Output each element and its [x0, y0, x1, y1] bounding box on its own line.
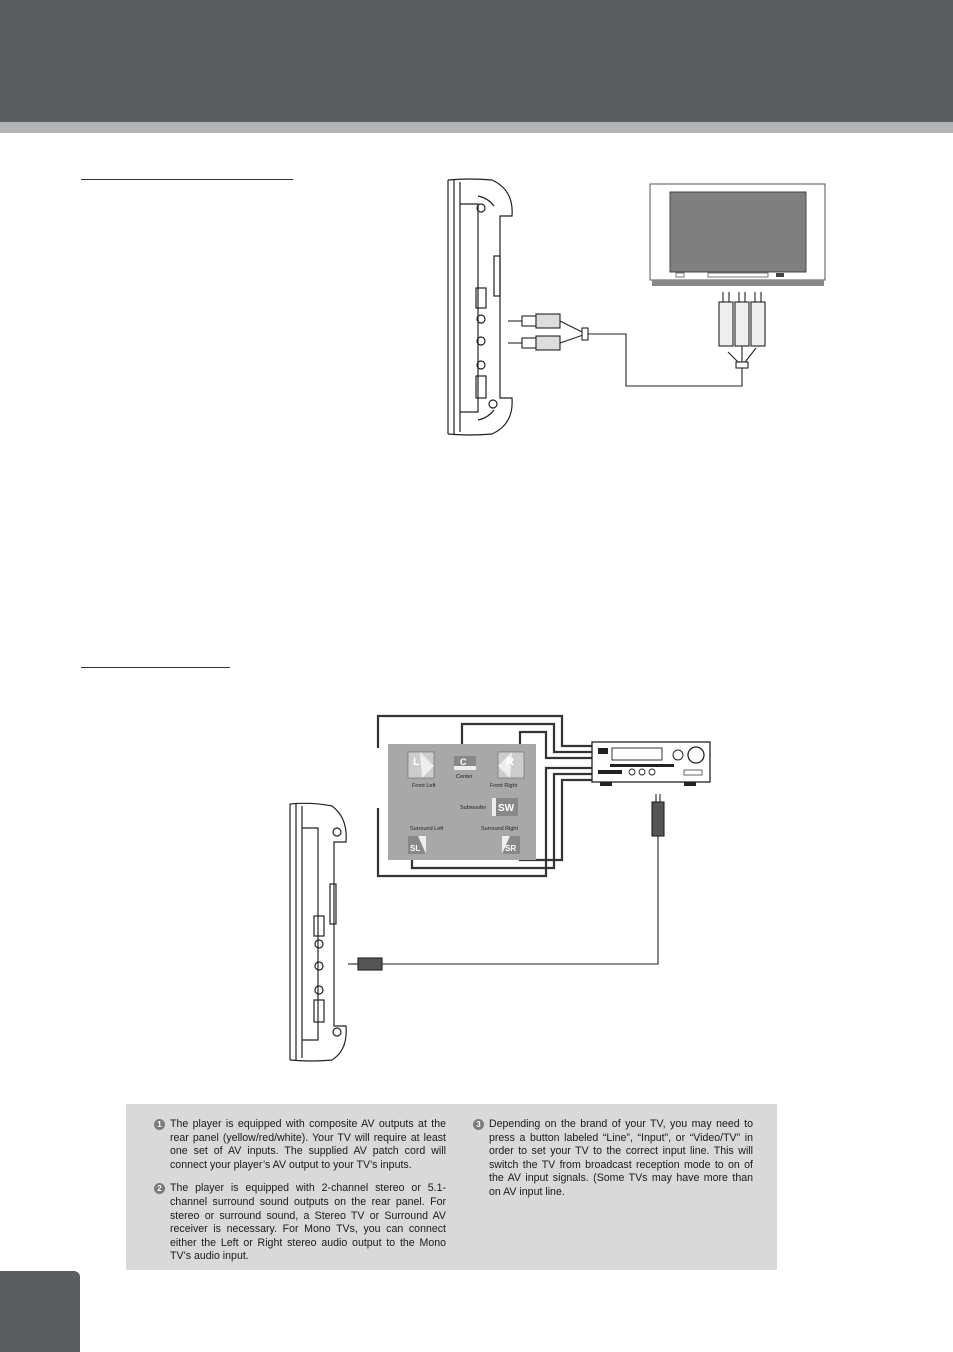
notes-column-left: 1 The player is equipped with composite …: [154, 1118, 446, 1274]
speaker-subwoofer: SW Subwoofer: [460, 798, 518, 816]
header-stripe: [0, 122, 953, 133]
note-3: 3 Depending on the brand of your TV, you…: [473, 1118, 753, 1200]
note-text: The player is equipped with 2-channel st…: [170, 1182, 446, 1263]
speaker-letter-c: C: [460, 757, 467, 767]
speaker-letter-sw: SW: [498, 803, 515, 814]
speaker-letter-sl: SL: [410, 844, 420, 853]
receiver-connection-diagram: L Front Left C Center R Front Right SW S…: [289, 714, 711, 1062]
optical-cable: [348, 794, 665, 971]
page-number-tab: [0, 1271, 80, 1352]
section-heading-rule-tv: [81, 179, 293, 180]
note-number-badge: 1: [154, 1119, 165, 1130]
tv-set: [649, 183, 826, 286]
rca-plugs: [718, 292, 766, 369]
speaker-label-c: Center: [456, 774, 473, 780]
player-side-view: [447, 178, 513, 436]
speaker-label-sr: Surround Right: [481, 826, 518, 832]
speaker-label-sw: Subwoofer: [460, 805, 486, 811]
notes-panel: 1 The player is equipped with composite …: [126, 1104, 777, 1270]
speaker-letter-sr: SR: [505, 844, 516, 853]
speaker-label-fl: Front Left: [412, 783, 436, 789]
note-text: Depending on the brand of your TV, you m…: [489, 1118, 753, 1198]
section-heading-rule-receiver: [81, 667, 230, 668]
speaker-label-fr: Front Right: [490, 783, 518, 789]
speaker-front-right: R Front Right: [490, 751, 525, 789]
note-text: The player is equipped with composite AV…: [170, 1118, 446, 1171]
av-cable: [508, 313, 743, 387]
speaker-center: C Center: [454, 756, 476, 780]
speaker-letter-fr: R: [506, 756, 514, 768]
note-1: 1 The player is equipped with composite …: [154, 1118, 446, 1172]
note-number-badge: 2: [154, 1183, 165, 1195]
speaker-letter-fl: L: [413, 756, 420, 768]
speaker-label-sl: Surround Left: [410, 826, 444, 832]
speaker-surround-left: Surround Left SL: [408, 826, 444, 854]
note-number-badge: 3: [473, 1119, 484, 1130]
speaker-front-left: L Front Left: [407, 751, 436, 789]
header-bar: [0, 0, 953, 122]
tv-connection-diagram: [447, 178, 826, 436]
av-receiver: [591, 741, 711, 786]
note-2: 2 The player is equipped with 2-channel …: [154, 1182, 446, 1264]
notes-column-right: 3 Depending on the brand of your TV, you…: [473, 1118, 753, 1210]
speaker-surround-right: Surround Right SR: [481, 826, 520, 854]
player-side-view-2: [289, 802, 347, 1062]
